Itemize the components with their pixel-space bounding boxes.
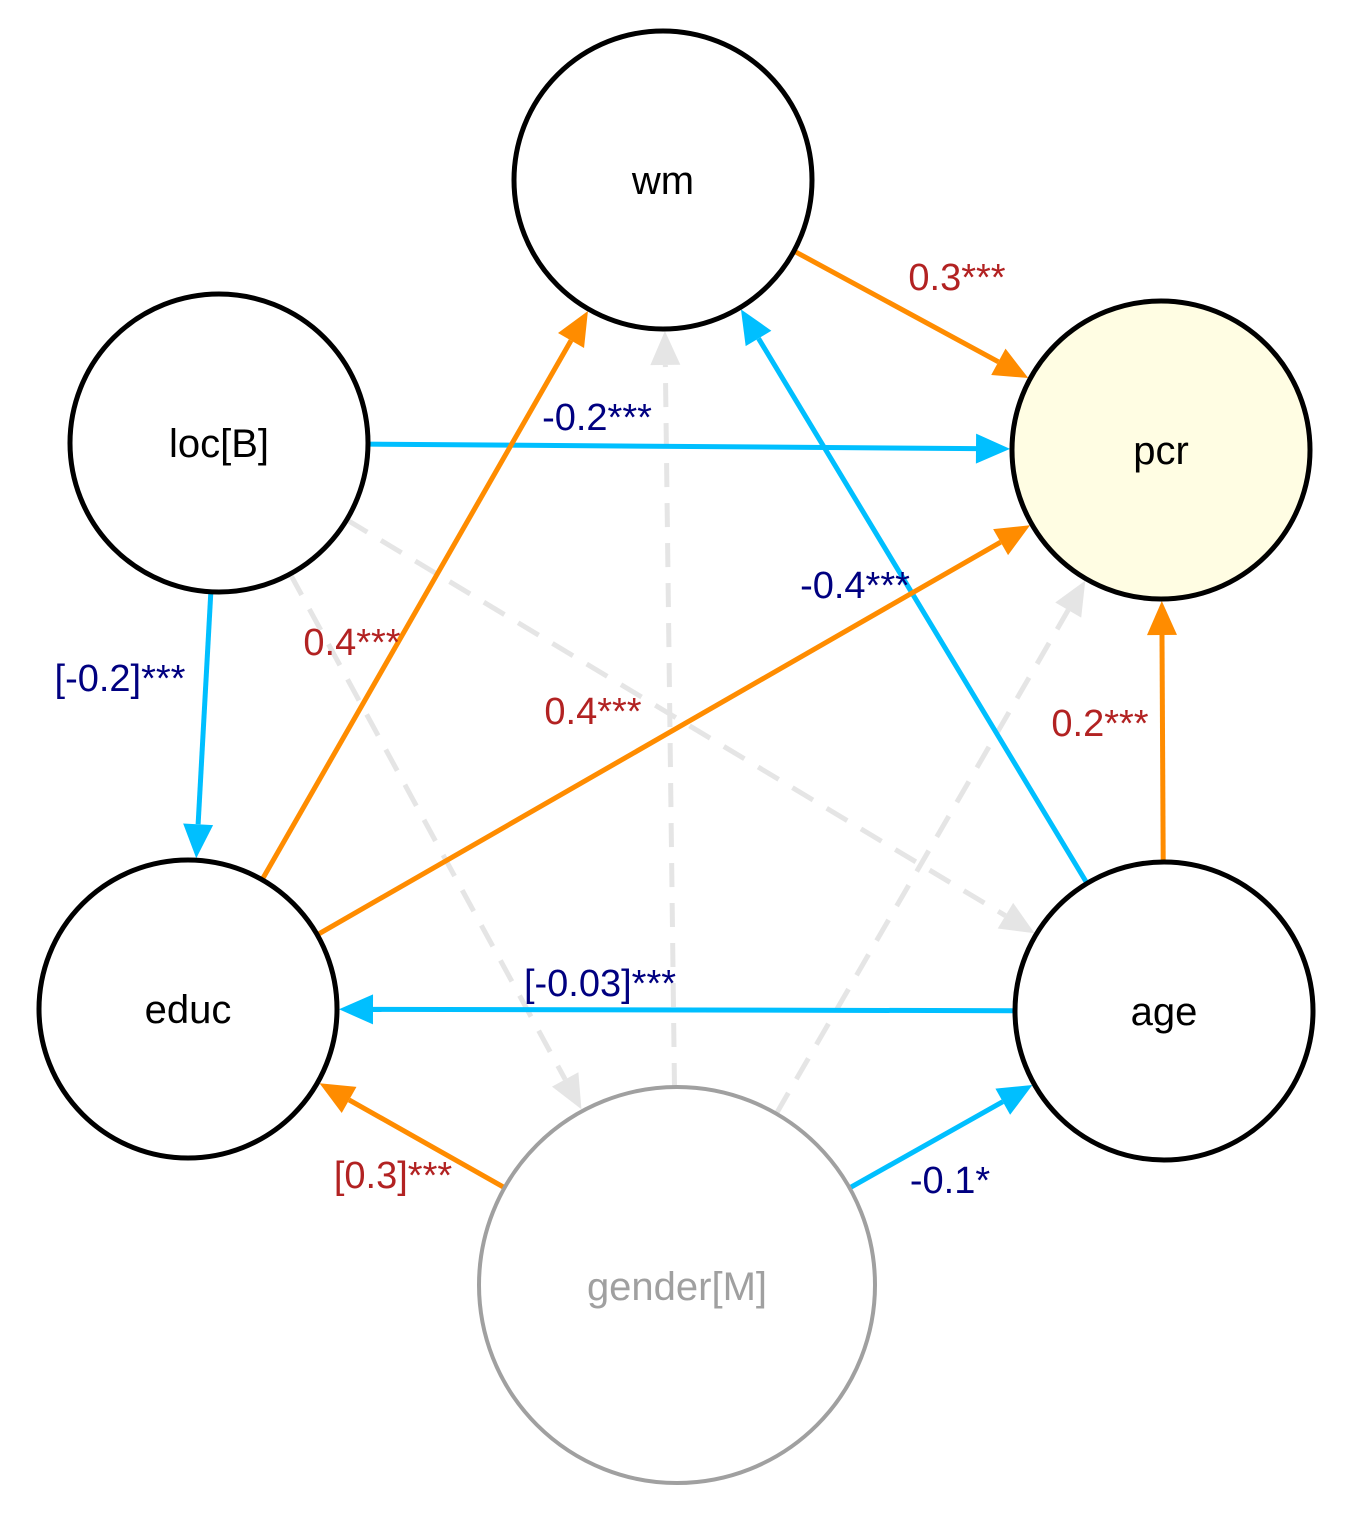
edge-gender-age xyxy=(848,1085,1033,1191)
node-wm[interactable]: wm xyxy=(511,28,815,332)
node-wm-label: wm xyxy=(631,159,694,203)
node-loc-label: loc[B] xyxy=(169,422,269,466)
edge-arrowhead-educ-pcr xyxy=(993,525,1031,556)
edge-gender-pcr xyxy=(774,580,1086,1115)
edge-label-educ-wm: 0.4*** xyxy=(303,622,400,664)
edge-labels: 0.3*** -0.2*** 0.4*** -0.4*** 0.4*** 0.2… xyxy=(55,257,1149,1202)
edge-line-loc-age xyxy=(345,517,1007,918)
edge-line-wm-pcr xyxy=(792,248,1000,365)
edge-label-gender-age: -0.1* xyxy=(910,1160,990,1202)
edge-label-gender-educ: [0.3]*** xyxy=(334,1155,453,1197)
edge-loc-gender xyxy=(288,572,582,1110)
edge-educ-wm xyxy=(259,311,588,881)
edge-line-educ-pcr xyxy=(315,539,1002,937)
edge-label-age-wm: -0.4*** xyxy=(800,565,910,607)
node-wm-circle xyxy=(511,28,815,332)
edge-line-gender-pcr xyxy=(774,608,1071,1115)
node-gender-circle xyxy=(477,1085,877,1485)
edge-line-loc-gender xyxy=(288,572,568,1081)
node-educ-label: educ xyxy=(145,988,232,1032)
edge-arrowhead-age-pcr xyxy=(1146,600,1177,636)
significant-edges xyxy=(183,248,1177,1191)
edge-line-gender-educ xyxy=(347,1097,506,1190)
edge-arrowhead-loc-gender xyxy=(552,1072,582,1110)
edge-loc-pcr xyxy=(367,433,1011,464)
edge-line-gender-age xyxy=(848,1099,1004,1191)
node-educ-circle xyxy=(36,857,340,1161)
nodes: wm pcr loc[B] educ age gender[M] xyxy=(36,28,1316,1485)
edge-arrowhead-gender-pcr xyxy=(1055,580,1086,618)
edge-age-educ xyxy=(338,994,1016,1025)
edge-line-educ-wm xyxy=(259,339,574,881)
nonsignificant-edges xyxy=(288,330,1086,1115)
edge-age-wm xyxy=(740,309,1090,885)
node-pcr-circle xyxy=(1009,298,1313,602)
edge-arrowhead-loc-educ xyxy=(183,823,214,859)
edge-age-pcr xyxy=(1146,600,1177,863)
edge-arrowhead-gender-educ xyxy=(319,1083,357,1113)
node-pcr[interactable]: pcr xyxy=(1009,298,1313,602)
node-pcr-label: pcr xyxy=(1133,429,1189,473)
edge-arrowhead-age-educ xyxy=(338,994,374,1025)
edge-educ-pcr xyxy=(315,525,1031,937)
edge-wm-pcr xyxy=(792,248,1029,379)
node-age-circle xyxy=(1012,859,1316,1163)
edge-line-gender-wm xyxy=(662,364,677,1088)
edge-arrowhead-educ-wm xyxy=(558,311,588,348)
edge-line-loc-pcr xyxy=(367,441,977,452)
edge-label-wm-pcr: 0.3*** xyxy=(908,257,1005,299)
edge-arrowhead-wm-pcr xyxy=(991,348,1029,379)
edge-loc-age xyxy=(345,517,1035,934)
node-loc-circle xyxy=(67,291,371,595)
edge-label-age-pcr: 0.2*** xyxy=(1051,703,1148,745)
edge-line-age-pcr xyxy=(1159,634,1166,863)
edge-gender-wm xyxy=(650,330,681,1088)
edge-label-loc-educ: [-0.2]*** xyxy=(55,658,186,700)
node-educ[interactable]: educ xyxy=(36,857,340,1161)
edge-arrowhead-gender-age xyxy=(995,1085,1033,1115)
edge-arrowhead-loc-pcr xyxy=(975,433,1011,464)
edge-label-age-educ: [-0.03]*** xyxy=(524,963,676,1005)
edge-loc-educ xyxy=(183,591,214,859)
edge-label-educ-pcr: 0.4*** xyxy=(544,691,641,733)
node-age[interactable]: age xyxy=(1012,859,1316,1163)
edge-arrowhead-age-wm xyxy=(740,309,772,347)
node-gender-label: gender[M] xyxy=(587,1265,767,1309)
edge-arrowhead-gender-wm xyxy=(650,330,681,366)
node-gender[interactable]: gender[M] xyxy=(477,1085,877,1485)
edge-arrowhead-loc-age xyxy=(997,902,1035,934)
edge-line-age-educ xyxy=(372,1006,1016,1014)
edge-line-age-wm xyxy=(756,337,1090,885)
node-loc[interactable]: loc[B] xyxy=(67,291,371,595)
edge-label-loc-pcr: -0.2*** xyxy=(542,397,652,439)
node-age-label: age xyxy=(1131,990,1198,1034)
edge-gender-educ xyxy=(319,1083,506,1190)
edge-line-loc-educ xyxy=(195,591,214,825)
